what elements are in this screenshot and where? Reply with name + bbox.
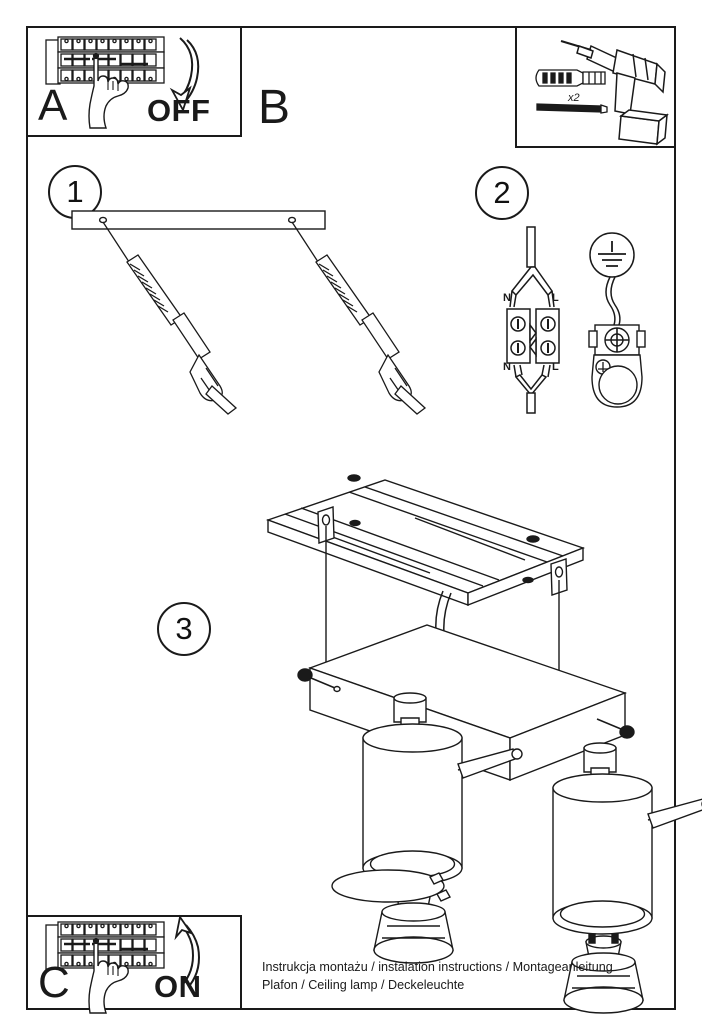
step-1-number: 1 [48, 165, 102, 219]
panel-a: A OFF [26, 26, 242, 137]
panel-c: C ON [26, 914, 242, 1014]
screw-icon [536, 103, 608, 114]
panel-a-action-label: OFF [147, 93, 211, 128]
hand-pointing-icon [88, 52, 129, 129]
panel-c-letter: C [38, 958, 70, 1007]
panel-a-letter: A [38, 81, 68, 130]
panel-b-quantity-label: x2 [568, 92, 580, 104]
caption-line-1: Instrukcja montażu / instalation instruc… [262, 960, 613, 974]
step-3-label: 3 [175, 611, 193, 646]
step-2-number: 2 [475, 166, 529, 220]
wall-plug-icon [535, 69, 606, 87]
terminal-label-n-top: N [503, 292, 511, 304]
caption-line-2: Plafon / Ceiling lamp / Deckeleuchte [262, 978, 465, 992]
terminal-label-l-top: L [552, 292, 559, 304]
step-1-label: 1 [66, 174, 84, 209]
screw-assembly-right [291, 221, 427, 415]
earth-terminal-icon [588, 324, 646, 408]
arrow-down-curved-icon [169, 37, 200, 113]
breaker-panel-icon [45, 36, 200, 129]
panel-b-letter: B [258, 81, 291, 134]
panel-b: x2 [515, 26, 676, 148]
terminal-label-n-bottom: N [503, 361, 511, 373]
power-drill-icon [535, 40, 669, 146]
panel-c-action-label: ON [154, 969, 202, 1004]
earth-ground-icon [589, 232, 635, 278]
trim-ring-icon [331, 869, 451, 903]
breaker-panel-icon [45, 914, 200, 1014]
terminal-block-icon [506, 226, 646, 414]
caption-block: Instrukcja montażu / instalation instruc… [262, 958, 662, 994]
ceiling-lamp-icon [265, 474, 702, 1014]
spotlight-right [552, 742, 702, 1014]
terminal-label-l-bottom: L [552, 361, 559, 373]
step-2-label: 2 [493, 175, 511, 210]
hand-pointing-icon [88, 937, 129, 1014]
sheet-outer-frame [26, 26, 676, 1010]
earth-wire [605, 276, 621, 326]
arrow-up-curved-icon [174, 914, 200, 986]
step-3-number: 3 [157, 602, 211, 656]
mounting-bar-icon [71, 210, 427, 415]
screw-assembly-left [102, 221, 238, 415]
